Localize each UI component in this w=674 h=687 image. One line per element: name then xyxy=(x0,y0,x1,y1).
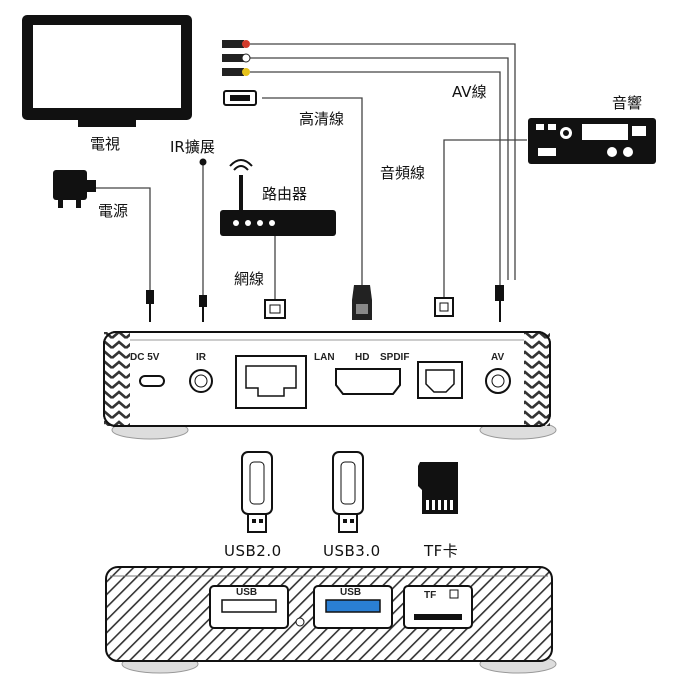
indicator-led xyxy=(295,617,305,627)
ir-jack[interactable] xyxy=(189,369,213,393)
rca-plugs-icon xyxy=(222,40,251,76)
ir-extender-label: IR擴展 xyxy=(170,138,215,156)
network-cable-label: 網線 xyxy=(234,270,264,288)
router-label: 路由器 xyxy=(262,185,307,203)
tv-label: 電視 xyxy=(90,135,120,153)
usb3-port-label: USB xyxy=(340,587,361,598)
power-label: 電源 xyxy=(98,202,128,220)
hd-port-label: HD xyxy=(355,352,369,363)
usb2-stick-icon xyxy=(241,451,273,533)
rear-panel xyxy=(103,331,557,440)
ir-sensor-icon xyxy=(199,158,207,166)
spdif-plug-icon xyxy=(434,297,454,317)
lan-port[interactable] xyxy=(235,355,307,409)
lan-port-label: LAN xyxy=(314,352,335,363)
usb2-port[interactable] xyxy=(209,585,289,629)
usb2-port-label: USB xyxy=(236,587,257,598)
lan-plug-icon xyxy=(264,299,286,319)
usb3-port[interactable] xyxy=(313,585,393,629)
wires xyxy=(96,43,527,300)
av-plug-icon xyxy=(495,285,504,322)
amplifier-icon xyxy=(528,118,656,164)
usb3-stick-icon xyxy=(332,451,364,533)
dc-jack[interactable] xyxy=(139,375,165,387)
hdmi-plug-bottom-icon xyxy=(352,285,372,320)
dc-plug-icon xyxy=(146,290,154,322)
tf-slot[interactable] xyxy=(403,585,473,629)
tf-slot-label: TF xyxy=(424,590,436,601)
ir-port-label: IR xyxy=(196,352,207,363)
router-icon xyxy=(220,159,336,236)
tv-icon xyxy=(22,15,192,127)
usb3-label: USB3.0 xyxy=(323,542,381,560)
tf-card-icon xyxy=(418,462,458,514)
usb2-label: USB2.0 xyxy=(224,542,282,560)
dc-port-label: DC 5V xyxy=(130,352,160,363)
hdmi-cable-label: 高清線 xyxy=(299,110,344,128)
av-jack[interactable] xyxy=(485,368,511,394)
spdif-port-label: SPDIF xyxy=(380,352,409,363)
audio-cable-label: 音頻線 xyxy=(380,164,425,182)
av-cable-label: AV線 xyxy=(452,83,487,101)
amplifier-label: 音響 xyxy=(612,94,642,112)
power-adapter-icon xyxy=(53,170,96,208)
tf-label: TF卡 xyxy=(423,542,458,560)
av-port-label: AV xyxy=(491,352,504,363)
ir-plug-icon xyxy=(199,295,207,322)
spdif-port[interactable] xyxy=(417,361,463,399)
hdmi-port[interactable] xyxy=(335,368,401,395)
hdmi-plug-icon xyxy=(223,90,257,106)
